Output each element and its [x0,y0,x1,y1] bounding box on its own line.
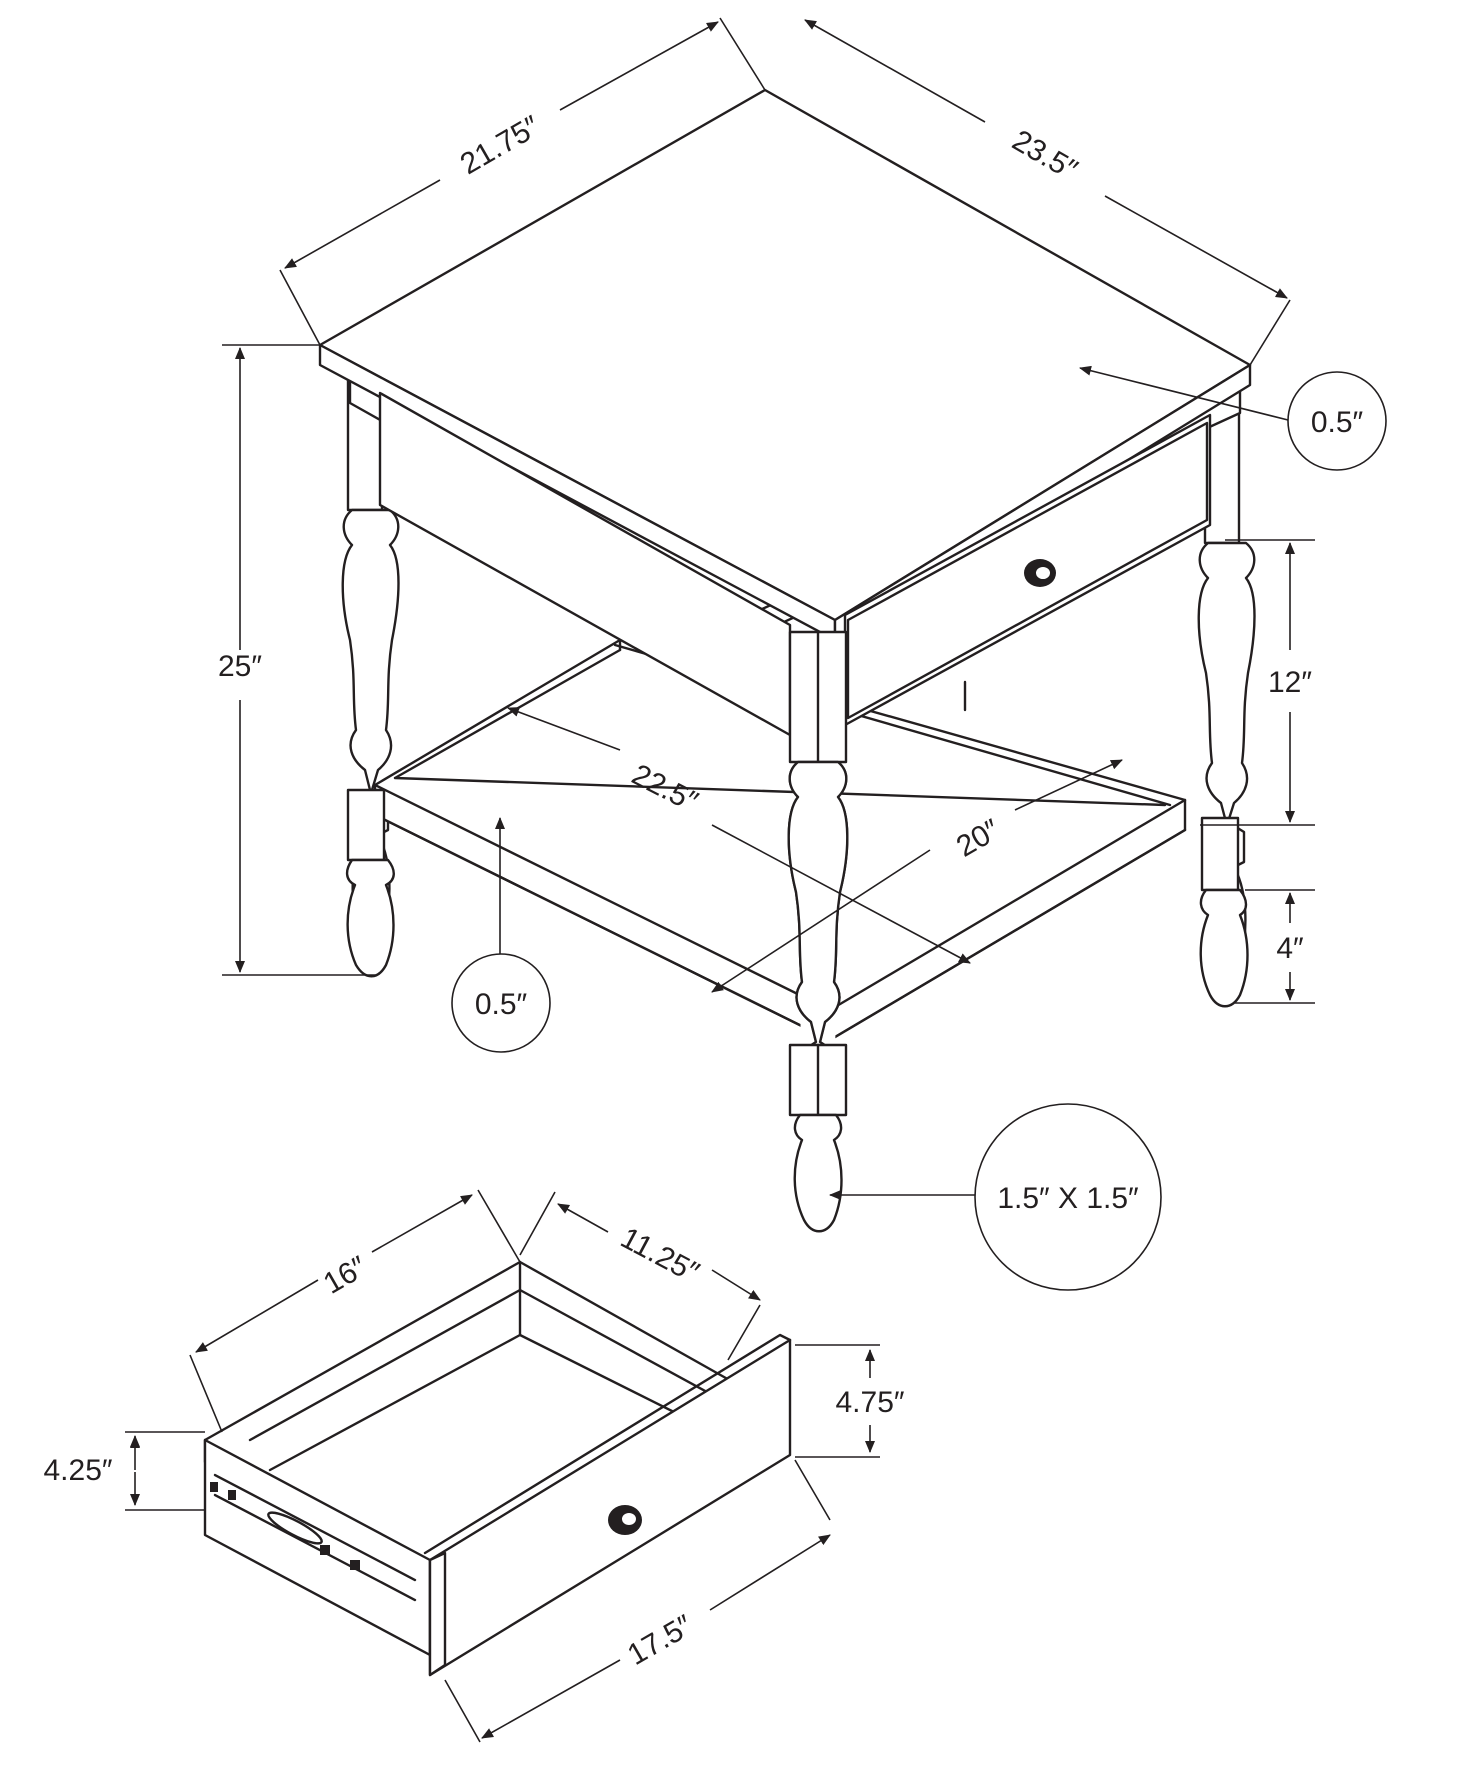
front-left-leg [345,788,395,978]
front-right-leg-foot [1199,816,1249,1008]
label-drawer-width: 11.25″ [615,1221,705,1290]
label-top-depth: 23.5″ [1007,124,1084,187]
label-shelf-to-floor: 4″ [1276,932,1304,965]
label-drawer-box-height: 4.25″ [43,1454,112,1487]
table-drawer-knob-icon [1024,559,1056,587]
leg-size-callout [974,1103,1162,1291]
label-top-thickness: 0.5″ [1311,406,1364,439]
shelf-thickness-callout [451,953,551,1053]
top-thickness-callout [1287,371,1387,471]
dimension-lines [125,17,1315,1743]
label-top-width: 21.75″ [455,110,546,182]
label-shelf-thickness: 0.5″ [475,988,528,1021]
table-illustration [318,88,1256,1233]
label-leg-size: 1.5″ X 1.5″ [997,1182,1139,1215]
label-apron-to-shelf: 12″ [1268,666,1312,699]
label-total-height: 25″ [218,650,262,683]
label-drawer-front-height: 4.75″ [835,1386,904,1419]
front-corner-leg [787,630,849,1233]
label-drawer-front-width: 17.5″ [622,1609,699,1672]
drawer-knob-icon [608,1505,642,1535]
drawer-illustration [203,1260,792,1677]
label-drawer-length: 16″ [318,1250,373,1301]
